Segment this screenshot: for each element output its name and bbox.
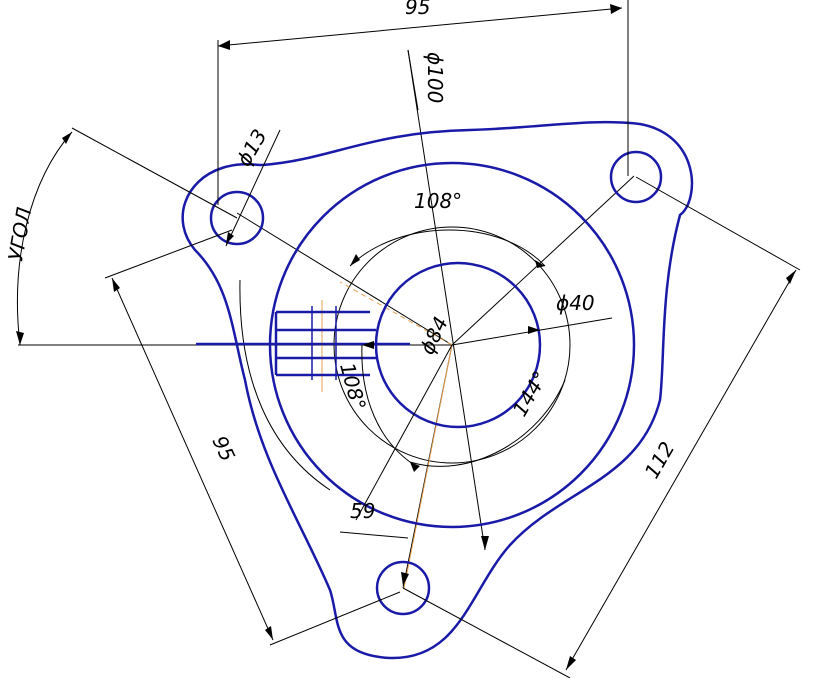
axis-line-left (339, 281, 453, 346)
arc-angle-top (349, 229, 546, 267)
arrow-offset-59 (401, 572, 409, 586)
arrow-right-bottom (566, 656, 576, 670)
center-line-right-hole (451, 175, 635, 346)
construction-lines (18, 49, 635, 589)
part-outline (181, 120, 694, 660)
arrow-108-left (410, 462, 420, 472)
slot-ticks (311, 306, 337, 380)
arrow-dia-40 (528, 326, 540, 334)
arrow-angle-bottom (16, 331, 24, 345)
label-angle-top: 108° (414, 189, 462, 213)
arrow-top-right (610, 4, 622, 14)
label-offset: 59 (350, 499, 375, 523)
hole-right (609, 150, 663, 204)
label-right-side: 112 (640, 437, 680, 482)
center-line-left-hole (236, 212, 453, 346)
vertical-diameter-line (407, 49, 486, 551)
ext-line-right-top (635, 176, 801, 271)
arc-angle-right (409, 379, 566, 467)
leader-dia-13 (225, 129, 281, 247)
ext-line-left-bottom (269, 591, 401, 646)
leader-offset-59 (339, 531, 409, 539)
label-angle-left: 108° (335, 360, 371, 413)
ext-line-left-top (104, 229, 233, 279)
arrow-dia-13 (226, 232, 234, 244)
label-outer-dia: ϕ100 (423, 52, 447, 103)
slot-lines (274, 310, 376, 377)
arrow-top-left (218, 40, 230, 50)
arrow-left-top (112, 278, 120, 292)
arrow-right-top (786, 270, 796, 284)
dim-line-right (565, 269, 797, 671)
label-angle-name: УГОЛ (3, 205, 36, 262)
flange-contour (181, 120, 694, 660)
label-bore-dia: ϕ40 (556, 291, 595, 315)
dimension-lines (16, 0, 801, 678)
angle-ext-line (71, 127, 238, 219)
arrow-angle-top (62, 132, 72, 144)
arc-angle-left (361, 344, 411, 463)
arrow-108-top-right (535, 260, 545, 268)
label-left-side: 95 (207, 432, 240, 465)
hole-bottom (375, 560, 431, 616)
hole-left (209, 190, 265, 246)
label-overall-width: 95 (405, 0, 430, 19)
ext-line-right-bottom (402, 587, 571, 678)
construction-arc (239, 279, 331, 491)
dim-line-left (111, 277, 274, 641)
label-pitch-dia: ϕ84 (415, 313, 453, 358)
arrowheads (16, 4, 796, 670)
leader-dia-84 (355, 344, 453, 521)
axis-line-bottom (403, 344, 453, 589)
arrow-dia-84-left (362, 341, 374, 349)
arrow-vertical-bottom (481, 536, 489, 550)
arrow-108-top-left (350, 254, 360, 266)
leader-dia-100 (407, 49, 419, 111)
axis-lines (321, 281, 453, 589)
dim-line-top (217, 7, 623, 47)
arrow-left-bottom (265, 626, 273, 640)
angle-arc (16, 131, 73, 346)
